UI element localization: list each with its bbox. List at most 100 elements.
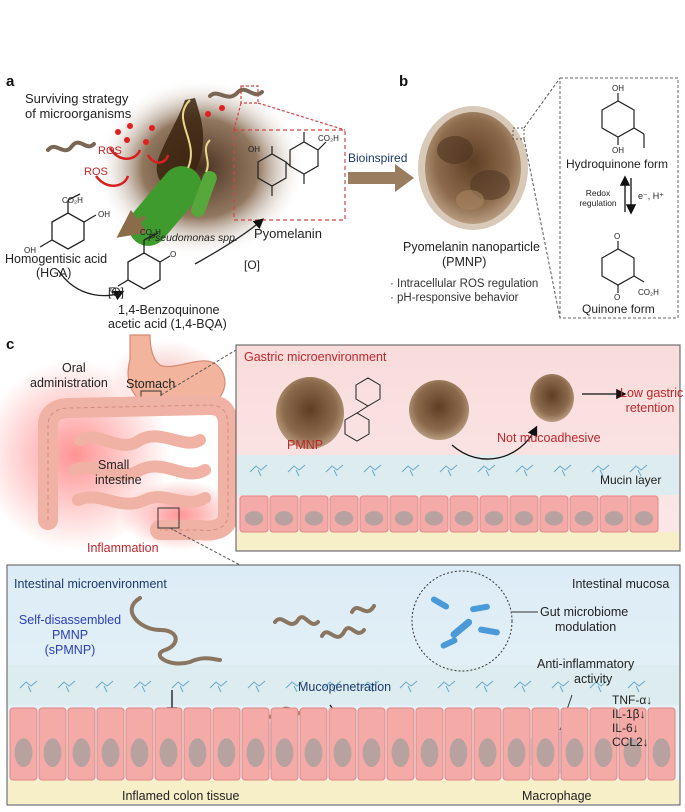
cell-nucleus xyxy=(130,738,149,768)
cell-nucleus xyxy=(362,738,381,768)
mucin-strand xyxy=(401,464,420,477)
mucin-strand xyxy=(361,680,380,693)
hq-oh-top: OH xyxy=(612,84,624,93)
panel-c-letter: c xyxy=(6,336,15,353)
cell-nucleus xyxy=(391,738,410,768)
cytokine-il6: IL-6↓ xyxy=(612,721,639,735)
mucin-strand xyxy=(19,680,38,693)
quinone-o-bottom: O xyxy=(614,293,621,302)
low-retention-label-1: Low gastric xyxy=(620,386,684,400)
hq-oh-bottom: OH xyxy=(612,146,624,155)
mucin-strand xyxy=(285,680,304,693)
mucin-strand xyxy=(323,680,342,693)
quinone-label: Quinone form xyxy=(582,302,655,316)
gut-microbiome-label-1: Gut microbiome xyxy=(540,605,629,619)
pmnp-zoom-box xyxy=(512,127,525,140)
gastric-title: Gastric microenvironment xyxy=(244,350,387,364)
ros-label-left: ROS xyxy=(84,166,108,178)
hga-structure xyxy=(39,193,97,250)
cell-nucleus xyxy=(574,511,594,526)
cell-nucleus xyxy=(14,738,33,768)
bqa-to-pyomelanin-arrow xyxy=(194,218,264,265)
bqa-abbr: acetic acid (1,4-BQA) xyxy=(108,317,227,331)
spmnp-label-3: (sPMNP) xyxy=(44,643,96,657)
cell-nucleus xyxy=(544,511,564,526)
pyomelanin-label: Pyomelanin xyxy=(254,226,322,241)
cell-nucleus xyxy=(101,738,120,768)
bqa-o-label-top: O xyxy=(170,250,177,259)
cell-nucleus xyxy=(652,738,671,768)
oxidation-label-right: [O] xyxy=(244,258,261,272)
bqa-o-label-bottom: O xyxy=(110,286,117,295)
hga-oh-label: OH xyxy=(98,210,110,219)
mucin-strand xyxy=(439,464,458,477)
bqa-name: 1,4-Benzoquinone xyxy=(118,303,220,317)
mucin-strand xyxy=(325,464,344,477)
cell-nucleus xyxy=(364,511,384,526)
electron-label: e⁻, H⁺ xyxy=(638,191,665,201)
anti-inflammatory-label-2: activity xyxy=(574,672,613,686)
cell-nucleus xyxy=(274,511,294,526)
mucin-strand xyxy=(287,464,306,477)
hydroquinone-label: Hydroquinone form xyxy=(566,157,669,171)
feature-ros-regulation: · Intracellular ROS regulation xyxy=(390,278,539,290)
cell-nucleus xyxy=(188,738,207,768)
pyomelanin-co2h-label: CO₂H xyxy=(318,134,339,143)
mucin-strand xyxy=(477,464,496,477)
mucin-strand xyxy=(551,680,570,693)
intestinal-title: Intestinal microenvironment xyxy=(14,577,167,591)
cell-nucleus xyxy=(424,511,444,526)
quinone-co2h: CO₂H xyxy=(638,288,659,297)
cell-nucleus xyxy=(594,738,613,768)
bqa-co2h-label: CO₂H xyxy=(140,228,161,237)
inflamed-tissue-label: Inflamed colon tissue xyxy=(122,789,240,803)
small-intestine-label-1: Small xyxy=(98,458,130,472)
mucin-strand xyxy=(133,680,152,693)
pyomelanin-fiber xyxy=(46,140,96,153)
mucin-strand xyxy=(553,464,572,477)
not-mucoadhesive-label: Not mucoadhesive xyxy=(497,431,601,445)
mucopenetration-label: Mucopenetration xyxy=(298,680,392,694)
bacteria-cluster xyxy=(94,78,305,258)
gastric-np-3 xyxy=(530,374,574,422)
cell-nucleus xyxy=(634,511,654,526)
cytokine-il1b: IL-1β↓ xyxy=(612,707,646,721)
cytokine-tnf: TNF-α↓ xyxy=(612,693,653,707)
cell-nucleus xyxy=(72,738,91,768)
spmnp-label-2: PMNP xyxy=(51,628,89,642)
cell-nucleus xyxy=(246,738,265,768)
redox-box xyxy=(559,77,679,319)
pseudomonas-label: Pseudomonas spp. xyxy=(148,232,238,244)
cell-nucleus xyxy=(536,738,555,768)
mucin-strand xyxy=(249,464,268,477)
cell-nucleus xyxy=(507,738,526,768)
spmnp-fiber xyxy=(129,596,222,666)
gastric-np-2 xyxy=(409,380,469,440)
cytokine-ccl2: CCL2↓ xyxy=(612,735,649,749)
mucin-strand xyxy=(437,680,456,693)
gastric-pmnp-label: PMNP xyxy=(287,438,324,452)
mucin-strand xyxy=(515,464,534,477)
panel-a-letter: a xyxy=(6,73,15,90)
cell-nucleus xyxy=(334,511,354,526)
feature-ph-responsive: · pH-responsive behavior xyxy=(390,292,519,304)
hga-abbr: (HGA) xyxy=(36,266,72,280)
cell-nucleus xyxy=(484,511,504,526)
cell-nucleus xyxy=(394,511,414,526)
cell-nucleus xyxy=(159,738,178,768)
mucin-strand xyxy=(475,680,494,693)
quinone-o-top: O xyxy=(614,232,621,241)
cell-nucleus xyxy=(604,511,624,526)
gastric-chem-structure xyxy=(344,377,381,442)
production-arrow xyxy=(116,209,148,238)
small-intestine xyxy=(69,430,211,510)
mucin-strand xyxy=(247,680,266,693)
gastric-np-1 xyxy=(276,377,344,449)
mucin-strand xyxy=(171,680,190,693)
redox-label-2: regulation xyxy=(579,198,617,208)
mucin-strand xyxy=(399,680,418,693)
pmnp-nanoparticle xyxy=(418,106,528,230)
pyomelanin-structure xyxy=(257,132,327,196)
mucin-strand xyxy=(57,680,76,693)
